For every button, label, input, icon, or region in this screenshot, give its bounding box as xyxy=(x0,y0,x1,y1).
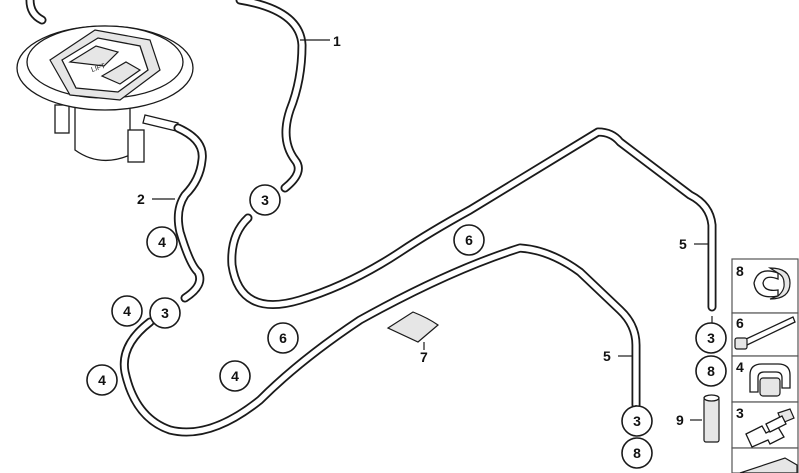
label-2: 2 xyxy=(137,191,145,207)
callout-4-d: 4 xyxy=(219,360,251,392)
callout-6-a: 6 xyxy=(453,224,485,256)
label-7: 7 xyxy=(420,349,428,365)
callout-6-a-text: 6 xyxy=(465,232,473,248)
legend-label-3: 3 xyxy=(736,405,744,421)
label-1: 1 xyxy=(333,33,341,49)
callout-4-c-text: 4 xyxy=(98,372,106,388)
line-upper xyxy=(227,127,717,312)
cable-tie-icon xyxy=(734,316,796,350)
callout-6-b: 6 xyxy=(267,322,299,354)
callout-4-a: 4 xyxy=(146,226,178,258)
connector-part-9 xyxy=(703,394,720,443)
leader-lines xyxy=(152,39,713,421)
legend-label-8: 8 xyxy=(736,263,744,279)
callout-3-bottom-text: 3 xyxy=(633,413,641,429)
callout-3-right-text: 3 xyxy=(707,330,715,346)
hose-connector-icon xyxy=(745,408,795,448)
callout-3-top-text: 3 xyxy=(261,192,269,208)
callout-6-b-text: 6 xyxy=(279,330,287,346)
hose-clip-icon xyxy=(749,363,791,397)
callout-8-right: 8 xyxy=(695,355,727,387)
hose-1 xyxy=(235,0,307,193)
label-5a: 5 xyxy=(679,236,687,252)
pump-lift-label: LIFT xyxy=(90,63,107,74)
line-lower xyxy=(119,243,641,437)
label-5b: 5 xyxy=(603,348,611,364)
label-9: 9 xyxy=(676,412,684,428)
callout-4-c: 4 xyxy=(86,364,118,396)
callout-3-bottom: 3 xyxy=(621,405,653,437)
clip-icon xyxy=(753,267,791,300)
parts-legend-panel: 8 6 4 3 xyxy=(731,258,799,473)
callout-8-bottom: 8 xyxy=(621,437,653,469)
callout-8-right-text: 8 xyxy=(707,363,715,379)
callout-3-left: 3 xyxy=(149,297,181,329)
fuel-pump-unit: LIFT xyxy=(16,0,194,163)
callout-8-bottom-text: 8 xyxy=(633,445,641,461)
bracket-part-7 xyxy=(386,311,439,343)
legend-label-6: 6 xyxy=(736,315,744,331)
legend-label-4: 4 xyxy=(736,359,744,375)
callout-3-right: 3 xyxy=(695,322,727,354)
callout-4-a-text: 4 xyxy=(158,234,166,250)
callout-3-left-text: 3 xyxy=(161,305,169,321)
callout-4-d-text: 4 xyxy=(231,368,239,384)
callout-3-top: 3 xyxy=(249,184,281,216)
callout-4-b: 4 xyxy=(111,295,143,327)
pad-icon xyxy=(739,457,798,473)
hose-2 xyxy=(173,123,207,303)
callout-4-b-text: 4 xyxy=(123,303,131,319)
